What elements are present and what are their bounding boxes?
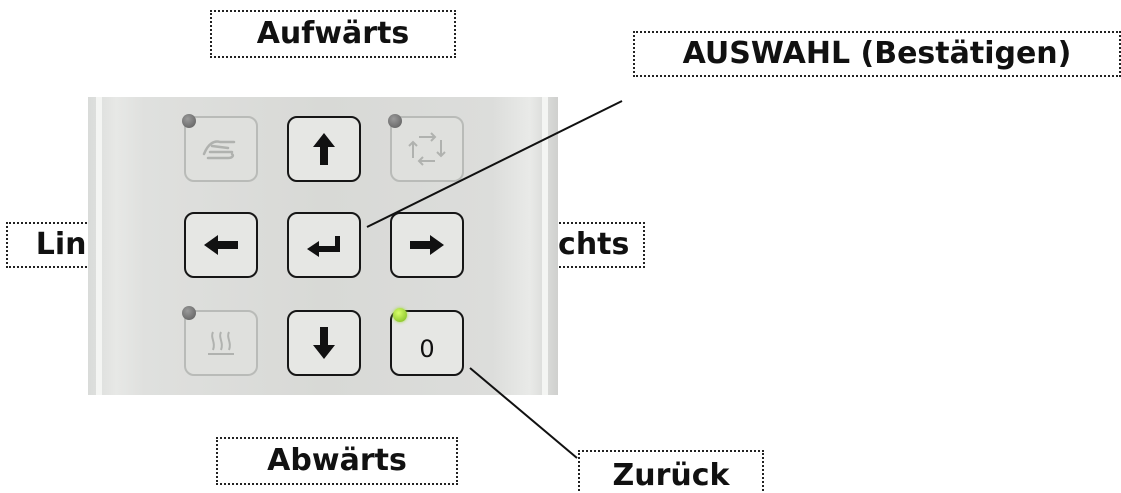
- label-back: Zurück: [578, 450, 764, 491]
- label-back-text: Zurück: [612, 457, 730, 493]
- label-down-text: Abwärts: [267, 443, 407, 478]
- down-key[interactable]: [287, 310, 361, 376]
- arrow-up-icon: [313, 133, 335, 165]
- label-select-text: AUSWAHL (Bestätigen): [682, 36, 1072, 71]
- right-key[interactable]: [390, 212, 464, 278]
- label-up-text: Aufwärts: [256, 16, 410, 51]
- heat-icon: [208, 331, 234, 355]
- manual-key[interactable]: [184, 116, 258, 182]
- up-key[interactable]: [287, 116, 361, 182]
- back-key-led: [393, 308, 407, 322]
- arrow-down-icon: [313, 327, 335, 359]
- panel-edge-right: [542, 97, 548, 395]
- manual-key-led: [182, 114, 196, 128]
- arrow-left-icon: [204, 235, 238, 255]
- cycle-arrows-icon: [408, 132, 446, 166]
- enter-icon: [307, 236, 340, 257]
- left-key[interactable]: [184, 212, 258, 278]
- label-down: Abwärts: [216, 437, 458, 485]
- auto-key-led: [388, 114, 402, 128]
- heating-key-led: [182, 306, 196, 320]
- heating-key[interactable]: [184, 310, 258, 376]
- zero-icon: 0: [419, 335, 435, 363]
- auto-key[interactable]: [390, 116, 464, 182]
- hand-icon: [202, 140, 236, 160]
- enter-key[interactable]: [287, 212, 361, 278]
- label-select: AUSWAHL (Bestätigen): [633, 31, 1121, 77]
- label-up: Aufwärts: [210, 10, 456, 58]
- panel-edge-left: [96, 97, 102, 395]
- arrow-right-icon: [410, 235, 444, 255]
